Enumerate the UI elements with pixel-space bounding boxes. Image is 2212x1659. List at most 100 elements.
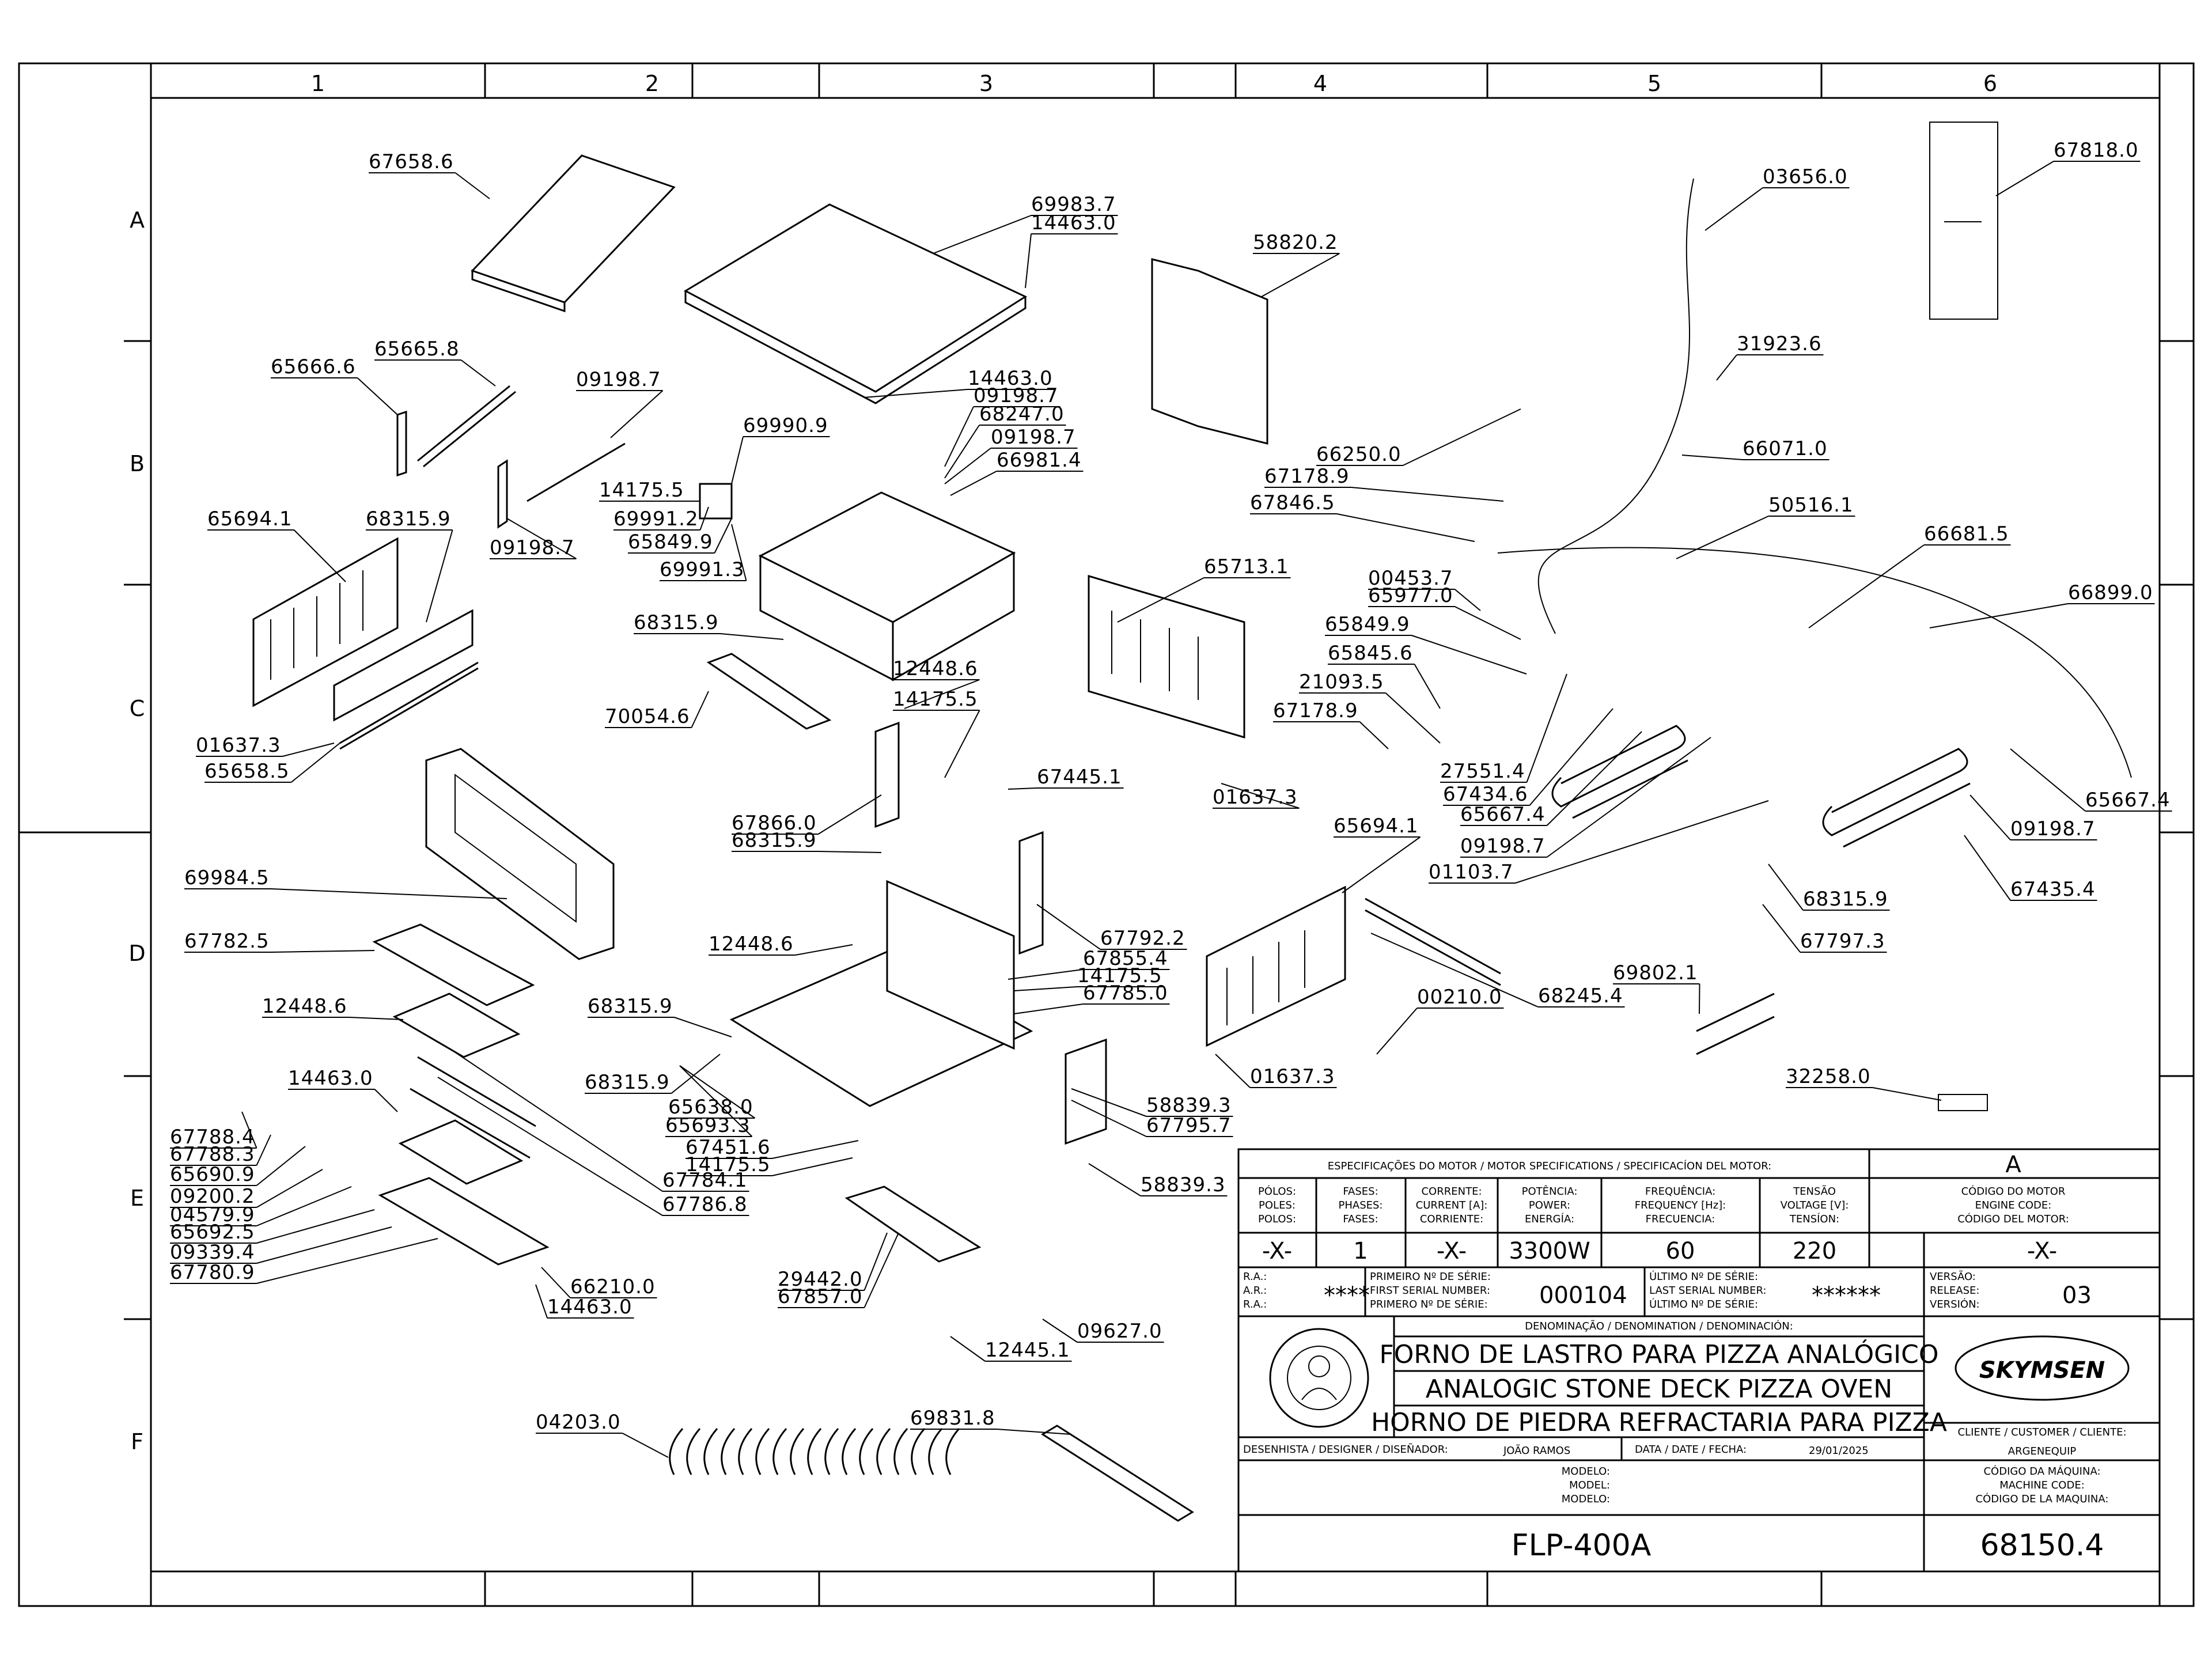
part-callout: 32258.0 (1786, 1065, 1942, 1101)
part-callout: 65667.4 (2010, 748, 2172, 812)
part-number-label: 12448.6 (262, 995, 347, 1018)
callout-leader (863, 1232, 899, 1308)
part-callout: 69802.1 (1613, 961, 1700, 1014)
svg-text:PHASES:: PHASES: (1339, 1199, 1383, 1211)
part-number-label: 67818.0 (2054, 139, 2139, 162)
part-number-label: 00210.0 (1417, 986, 1502, 1009)
part-number-label: 01637.3 (196, 734, 281, 757)
part-number-label: 67788.4 (170, 1126, 255, 1149)
part-callout: 67784.1 (449, 1048, 749, 1192)
part-callout: 12448.6 (262, 995, 404, 1020)
callout-leader (950, 471, 997, 496)
callout-leader (506, 518, 577, 559)
callout-leader (863, 1232, 888, 1291)
part-number-label: 66899.0 (2068, 581, 2153, 604)
callout-leader (1221, 783, 1300, 809)
part-number-label: 66210.0 (570, 1275, 656, 1298)
part-number-label: 09198.7 (2010, 817, 2096, 840)
part-number-label: 67797.3 (1800, 930, 1885, 953)
part-number-label: 67451.6 (685, 1136, 771, 1159)
svg-text:PRIMERO Nº DE SÉRIE:: PRIMERO Nº DE SÉRIE: (1370, 1298, 1488, 1310)
part-callout: 65849.9 (628, 518, 732, 554)
callout-leader (1025, 233, 1032, 289)
callout-leader (256, 1134, 271, 1166)
part-callout: 67435.4 (1964, 835, 2097, 901)
part-callout: 00210.0 (1376, 986, 1504, 1055)
power-value: 3300W (1509, 1238, 1590, 1264)
callout-leader (2010, 748, 2086, 812)
part-number-label: 58839.3 (1146, 1094, 1232, 1117)
part-number-label: 03656.0 (1763, 165, 1848, 188)
part-callout: 65694.1 (1334, 815, 1421, 893)
part-callout: 67782.5 (184, 930, 375, 953)
svg-text:FASES:: FASES: (1343, 1213, 1378, 1225)
svg-text:VERSÃO:: VERSÃO: (1930, 1270, 1976, 1283)
part-callout: 09198.7 (944, 426, 1078, 484)
designer-label: DESENHISTA / DESIGNER / DISEÑADOR: (1243, 1443, 1448, 1456)
callout-leader (437, 1077, 663, 1216)
top-cover (683, 203, 1028, 393)
part-number-label: 67782.5 (184, 930, 270, 953)
part-number-label: 65667.4 (2085, 789, 2171, 812)
callout-leader (454, 172, 490, 199)
part-callout: 66250.0 (1316, 408, 1521, 466)
callout-leader (374, 1089, 398, 1112)
callout-leader (256, 1146, 306, 1186)
grid-col-3: 3 (979, 71, 993, 96)
part-callout: 09198.7 (490, 518, 577, 559)
part-number-label: 69990.9 (743, 414, 828, 437)
callout-leader (1969, 794, 2011, 840)
callout-leader (541, 1267, 571, 1298)
svg-text:CÓDIGO DEL MOTOR:: CÓDIGO DEL MOTOR: (1957, 1213, 2069, 1225)
spring-clips (669, 1428, 960, 1475)
callout-leader (622, 1433, 669, 1458)
part-callout: 67434.6 (1443, 708, 1613, 806)
callout-leader (293, 529, 346, 582)
product-name-pt: FORNO DE LASTRO PARA PIZZA ANALÓGICO (1379, 1339, 1938, 1369)
part-callout: 09198.7 (1460, 737, 1711, 858)
part-number-label: 01103.7 (1429, 861, 1514, 884)
callout-leader (449, 1048, 663, 1192)
part-callout: 68315.9 (588, 995, 732, 1037)
svg-text:R.A.:: R.A.: (1243, 1298, 1267, 1310)
part-callout: 68245.4 (1370, 933, 1625, 1007)
svg-text:POLOS:: POLOS: (1258, 1213, 1296, 1225)
part-callout: 68247.0 (944, 403, 1066, 479)
callout-leader (1414, 664, 1441, 709)
callout-leader (1808, 544, 1925, 628)
callout-leader (944, 710, 980, 778)
part-callout: 67451.6 (685, 1136, 859, 1159)
callout-leader (1455, 606, 1521, 640)
part-callout: 65667.4 (1460, 731, 1642, 826)
frequency-value: 60 (1666, 1238, 1695, 1264)
callout-leader (610, 390, 664, 438)
part-number-label: 69983.7 (1031, 193, 1116, 216)
callout-leader (1088, 1163, 1141, 1196)
client-value: ARGENEQUIP (2008, 1445, 2077, 1457)
part-callout: 09627.0 (1042, 1319, 1164, 1343)
callout-leader (944, 448, 991, 484)
callout-leader (1071, 1088, 1147, 1117)
part-callout: 01637.3 (1215, 1054, 1337, 1088)
callout-leader (1515, 800, 1769, 884)
grid-col-5: 5 (1647, 71, 1661, 96)
grille-left (252, 537, 399, 707)
callout-leader (241, 1111, 257, 1149)
callout-leader (720, 633, 784, 640)
part-callout: 65845.6 (1328, 642, 1441, 709)
part-callout: 66981.4 (950, 449, 1084, 496)
part-callout: 29442.0 (778, 1232, 888, 1291)
part-number-label: 09198.7 (1460, 835, 1546, 858)
grid-col-4: 4 (1313, 71, 1327, 96)
part-number-label: 66071.0 (1743, 437, 1828, 460)
callout-leader (679, 1065, 753, 1137)
callout-leader (1546, 737, 1711, 858)
part-callout: 09339.4 (170, 1226, 392, 1264)
part-number-label: 65658.5 (204, 760, 290, 783)
callout-leader (256, 1226, 392, 1264)
part-number-label: 67792.2 (1100, 927, 1185, 950)
part-number-label: 12445.1 (985, 1339, 1070, 1362)
part-number-label: 67178.9 (1264, 465, 1350, 488)
part-number-label: 68315.9 (585, 1071, 670, 1094)
